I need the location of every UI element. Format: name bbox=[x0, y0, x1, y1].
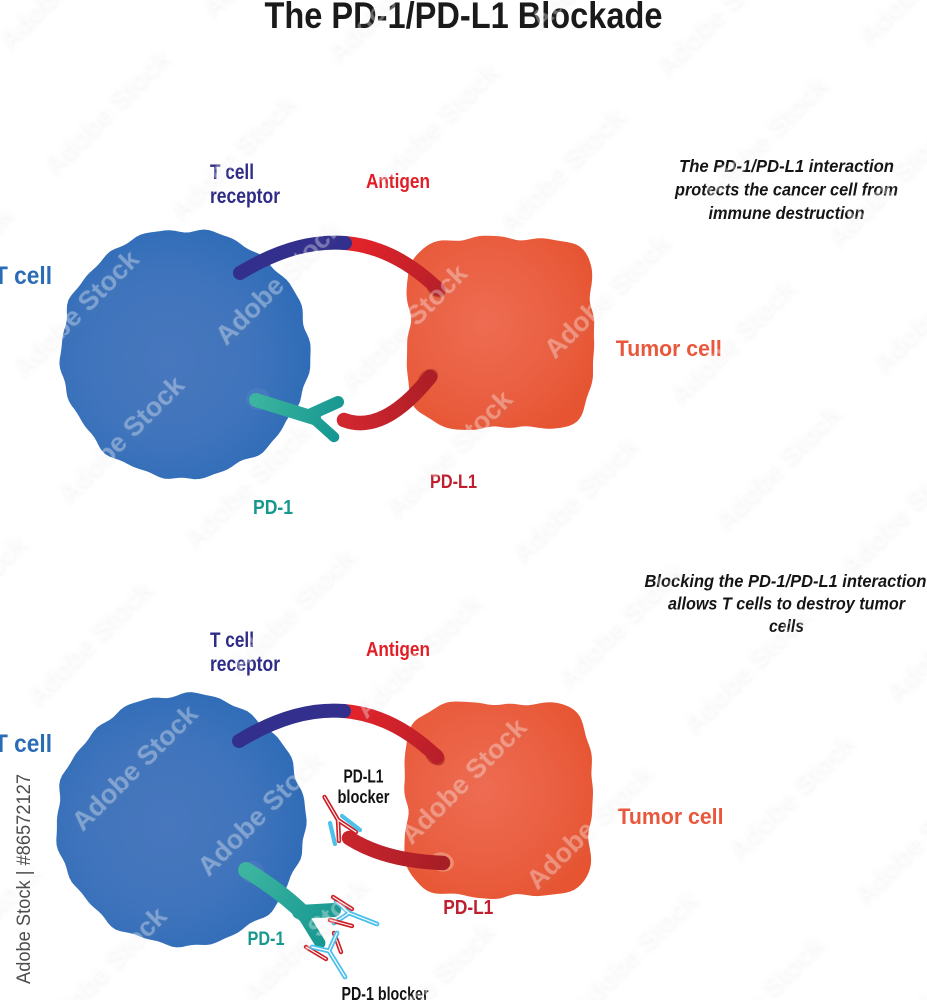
svg-text:T cell: T cell bbox=[0, 730, 52, 758]
svg-text:PD-L1: PD-L1 bbox=[344, 767, 384, 787]
svg-text:Tumor cell: Tumor cell bbox=[616, 336, 722, 361]
svg-text:PD-1: PD-1 bbox=[253, 497, 293, 519]
svg-text:immune destruction: immune destruction bbox=[709, 203, 865, 223]
svg-text:PD-L1: PD-L1 bbox=[443, 897, 493, 919]
svg-text:Tumor cell: Tumor cell bbox=[618, 804, 724, 829]
svg-text:The PD-1/PD-L1 Blockade: The PD-1/PD-L1 Blockade bbox=[265, 0, 663, 36]
svg-text:receptor: receptor bbox=[210, 653, 280, 676]
svg-text:T cell: T cell bbox=[0, 262, 52, 290]
svg-text:Antigen: Antigen bbox=[366, 171, 430, 193]
svg-text:Blocking the PD-1/PD-L1 intera: Blocking the PD-1/PD-L1 interaction bbox=[645, 571, 927, 591]
svg-text:T cell: T cell bbox=[210, 629, 254, 652]
svg-text:Antigen: Antigen bbox=[366, 639, 430, 661]
svg-text:T cell: T cell bbox=[210, 161, 254, 184]
svg-text:Adobe Stock | #86572127: Adobe Stock | #86572127 bbox=[14, 774, 35, 984]
svg-text:allows T cells to destroy tumo: allows T cells to destroy tumor bbox=[668, 594, 906, 614]
svg-text:PD-1 blocker: PD-1 blocker bbox=[342, 984, 429, 1000]
svg-text:Adobe Stock | #86572127: Adobe Stock | #86572127 bbox=[14, 774, 35, 984]
svg-text:The PD-1/PD-L1 interaction: The PD-1/PD-L1 interaction bbox=[679, 156, 894, 176]
svg-text:protects the cancer cell from: protects the cancer cell from bbox=[674, 180, 898, 200]
svg-text:PD-1: PD-1 bbox=[248, 929, 285, 950]
svg-text:blocker: blocker bbox=[338, 787, 390, 807]
svg-text:cells: cells bbox=[769, 616, 804, 636]
svg-text:receptor: receptor bbox=[210, 185, 280, 208]
svg-text:PD-L1: PD-L1 bbox=[430, 472, 477, 493]
